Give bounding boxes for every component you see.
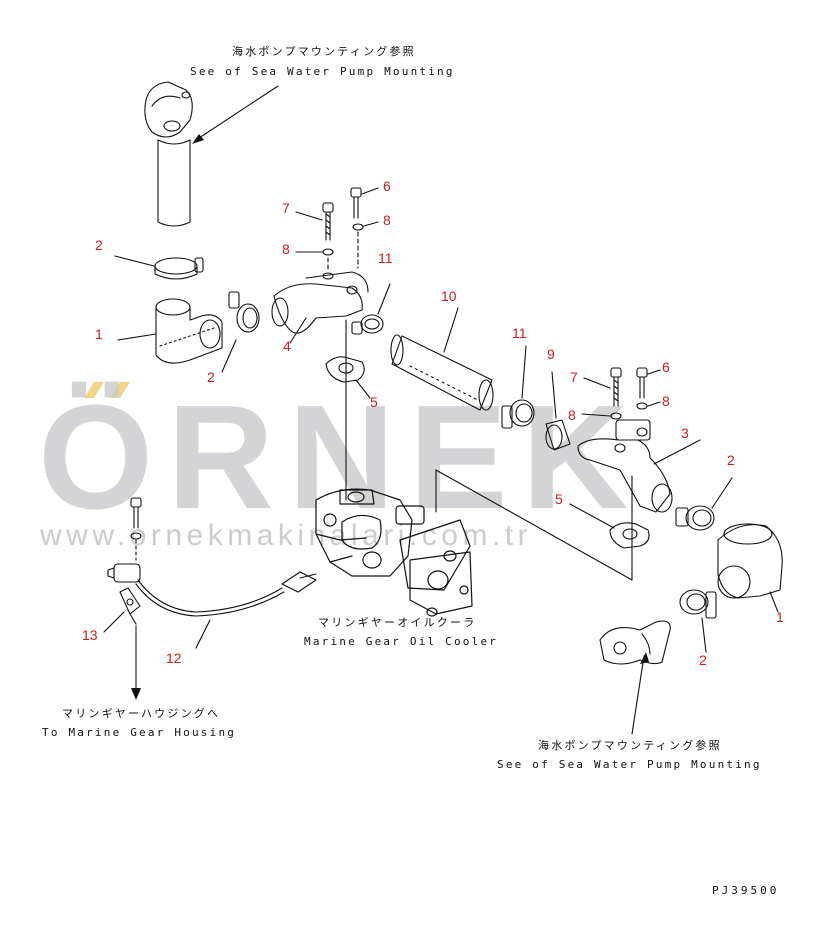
part-label-10: 10 — [441, 288, 457, 304]
washer-8-upper-b — [352, 223, 364, 231]
note-sea-pump-bottom-en: See of Sea Water Pump Mounting — [497, 758, 762, 771]
sea-pump-pipe-bottom — [599, 620, 671, 665]
bolt-6-upper — [350, 187, 362, 219]
sea-pump-pipe-top — [144, 81, 193, 227]
watermark-accent-icon — [84, 382, 130, 398]
part-label-8: 8 — [662, 393, 670, 409]
gasket-5-right — [609, 522, 650, 549]
part-label-6: 6 — [383, 178, 391, 194]
hose-10 — [390, 334, 494, 411]
part-label-5: 5 — [370, 394, 378, 410]
note-cooler-en: Marine Gear Oil Cooler — [304, 635, 499, 648]
clamp-2-left — [228, 291, 260, 333]
drawing-code: PJ39500 — [712, 884, 780, 897]
bolt-connector — [130, 497, 142, 561]
note-sea-pump-top-en: See of Sea Water Pump Mounting — [190, 65, 455, 78]
washer-8-right-a — [610, 412, 622, 420]
sensor-12 — [135, 571, 317, 617]
note-housing-jp: マリンギヤーハウジングへ — [62, 707, 221, 720]
oil-cooler — [315, 488, 473, 617]
part-label-12: 12 — [166, 650, 182, 666]
part-label-1: 1 — [95, 326, 103, 342]
washer-8-right-b — [636, 402, 648, 410]
note-cooler-jp: マリンギヤーオイルクーラ — [318, 616, 477, 629]
washer-8-upper-a — [322, 248, 334, 256]
fitting-4 — [271, 271, 369, 334]
part-label-2: 2 — [95, 237, 103, 253]
part-label-9: 9 — [547, 346, 555, 362]
clamp-2-bottom — [679, 589, 717, 619]
part-label-3: 3 — [681, 425, 689, 441]
gasket-5-upper — [325, 356, 365, 383]
note-sea-pump-top-jp: 海水ポンプマウンティング参照 — [232, 45, 416, 58]
part-label-7: 7 — [570, 369, 578, 385]
part-label-2: 2 — [699, 652, 707, 668]
note-housing-en: To Marine Gear Housing — [42, 726, 237, 739]
part-label-7: 7 — [282, 200, 290, 216]
part-label-2: 2 — [207, 369, 215, 385]
part-label-11: 11 — [378, 250, 393, 266]
part-label-8: 8 — [383, 212, 391, 228]
part-label-4: 4 — [283, 338, 291, 354]
fitting-3 — [577, 419, 673, 513]
part-label-8: 8 — [568, 407, 576, 423]
part-label-5: 5 — [555, 491, 563, 507]
part-label-6: 6 — [662, 359, 670, 375]
part-label-1: 1 — [776, 609, 784, 625]
sleeve-9 — [545, 419, 571, 451]
part-label-11: 11 — [512, 325, 527, 341]
elbow-hose-1-right — [717, 523, 783, 599]
note-sea-pump-bottom-jp: 海水ポンプマウンティング参照 — [538, 739, 722, 752]
bolt-7-right — [610, 367, 622, 407]
connector-13 — [107, 563, 141, 625]
bolt-7-upper — [322, 202, 334, 241]
clamp-11-upper — [351, 314, 384, 335]
leader-top-note — [195, 85, 279, 141]
clamp-2-top — [154, 257, 204, 280]
elbow-hose-1-left — [155, 298, 223, 364]
clamp-11-right — [501, 399, 535, 429]
clamp-2-right — [675, 505, 715, 531]
part-label-8: 8 — [282, 241, 290, 257]
part-label-2: 2 — [727, 452, 735, 468]
bolt-6-right — [636, 367, 648, 399]
part-label-13: 13 — [82, 627, 98, 643]
